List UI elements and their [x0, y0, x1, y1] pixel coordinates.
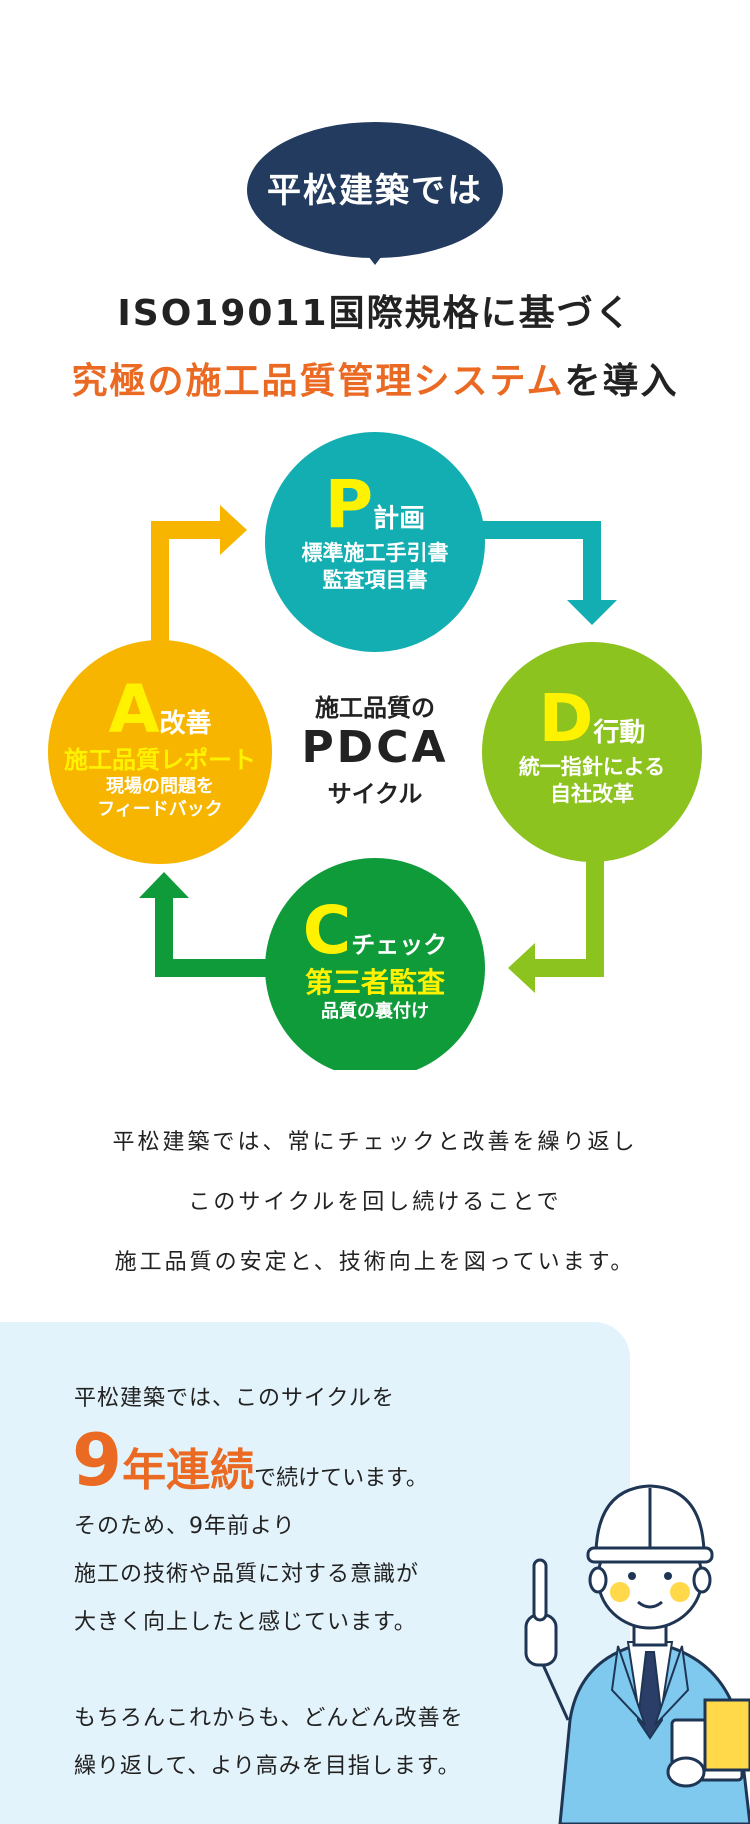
arrowhead-p-to-d — [567, 600, 617, 625]
a-desc1: 現場の問題を — [106, 776, 214, 797]
c-letter: C — [302, 892, 352, 969]
panel-line4: 施工の技術や品質に対する意識が — [74, 1562, 420, 1587]
p-desc2: 監査項目書 — [322, 568, 428, 593]
a-highlight: 施工品質レポート — [64, 746, 256, 774]
speech-bubble — [247, 122, 503, 265]
circle-p — [265, 432, 485, 652]
center-line2: PDCA — [301, 722, 449, 773]
highlight-text: 年連続 — [122, 1445, 255, 1496]
d-desc1: 統一指針による — [518, 755, 666, 779]
worker-illustration — [524, 1484, 750, 1824]
circle-c-content: Cチェック 第三者監査 品質の裏付け — [275, 896, 475, 1023]
c-highlight: 第三者監査 — [304, 966, 445, 999]
c-desc1: 品質の裏付け — [321, 1000, 429, 1022]
p-title: 計画 — [373, 504, 426, 534]
circle-p-content: P計画 標準施工手引書 監査項目書 — [275, 470, 475, 595]
circle-a-content: A改善 施工品質レポート 現場の問題を フィードバック — [40, 675, 280, 822]
arrow-p-to-d — [480, 521, 601, 610]
highlight-tail: で続けています。 — [254, 1466, 428, 1491]
intro-line2: このサイクルを回し続けることで — [188, 1190, 562, 1215]
panel-line3: そのため、9年前より — [74, 1514, 296, 1539]
headline-line2: 究極の施工品質管理システムを導入 — [0, 352, 750, 404]
arrowhead-c-to-a — [139, 872, 189, 898]
headline-line1: ISO19011国際規格に基づく — [117, 293, 633, 334]
arrowhead-a-to-p — [220, 505, 247, 555]
p-letter: P — [324, 466, 374, 543]
circle-d — [482, 642, 702, 862]
bubble-label: 平松建築では — [267, 171, 483, 211]
info-panel — [0, 1322, 630, 1824]
circle-a — [48, 640, 272, 864]
d-letter: D — [538, 680, 594, 757]
headline-emphasis: 究極の施工品質管理システム — [71, 361, 565, 402]
d-title: 行動 — [593, 718, 646, 748]
a-desc2: フィードバック — [97, 799, 223, 821]
pdca-center-label: 施工品質の PDCA サイクル — [285, 688, 465, 809]
arrowhead-d-to-c — [508, 943, 535, 993]
p-desc1: 標準施工手引書 — [301, 541, 449, 565]
headline-rest: を導入 — [564, 361, 679, 402]
d-desc2: 自社改革 — [550, 782, 634, 807]
arrow-c-to-a — [155, 890, 272, 977]
circle-c — [265, 858, 485, 1070]
panel-line7: 繰り返して、より高みを目指します。 — [74, 1754, 461, 1779]
circle-d-content: D行動 統一指針による 自社改革 — [492, 684, 692, 809]
pdca-diagram — [48, 432, 702, 1070]
panel-line1: 平松建築では、このサイクルを — [74, 1386, 395, 1411]
center-line1: 施工品質の — [315, 694, 435, 722]
a-title: 改善 — [159, 709, 212, 739]
c-title: チェック — [351, 931, 448, 959]
a-letter: A — [108, 671, 160, 748]
highlight-number: 9 — [72, 1418, 123, 1502]
arrow-d-to-c — [530, 840, 604, 977]
intro-line3: 施工品質の安定と、技術向上を図っています。 — [114, 1250, 636, 1275]
panel-line6: もちろんこれからも、どんどん改善を — [74, 1706, 464, 1731]
intro-line1: 平松建築では、常にチェックと改善を繰り返し — [112, 1130, 638, 1155]
panel-highlight: 9年連続で続けています。 — [72, 1418, 428, 1502]
center-line3: サイクル — [327, 779, 423, 808]
panel-line5: 大きく向上したと感じています。 — [74, 1610, 417, 1635]
arrow-a-to-p — [151, 521, 226, 645]
